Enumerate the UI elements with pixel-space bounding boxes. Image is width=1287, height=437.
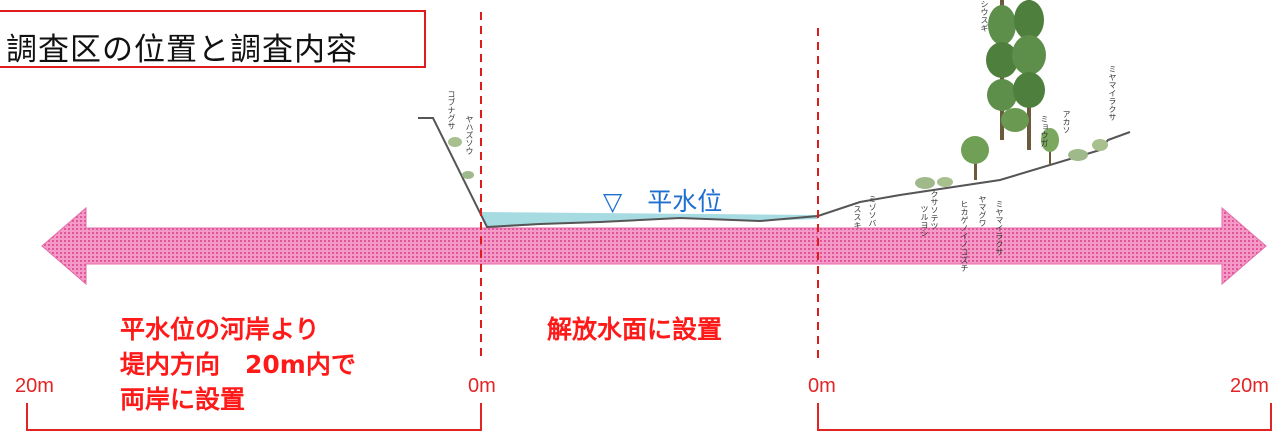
plant-label: ヤハズソウ [465, 115, 474, 155]
bank-placement-label: 平水位の河岸より 堤内方向 20m内で 両岸に設置 [120, 312, 356, 417]
bracket-right [817, 403, 1272, 431]
plant-label: シウスギ [980, 0, 989, 32]
bracket-left [26, 403, 482, 431]
tree-cedar [986, 0, 1046, 150]
plant-label: ツルヨシ [920, 205, 929, 237]
distance-label-left-far: 20m [15, 375, 54, 397]
distance-label-right-far: 20m [1230, 375, 1269, 397]
plant-label: アカソ [1062, 110, 1071, 134]
distance-label-left-near: 0m [468, 375, 496, 397]
plant-label: クサソテツ [930, 190, 939, 230]
plant-label: ミヤマイラクサ [995, 200, 1004, 256]
terrain-profile [418, 117, 1131, 229]
bank-text-line: 堤内方向 20m内で [120, 350, 356, 379]
shrubs [448, 137, 1108, 189]
tree-broadleaf [961, 128, 1059, 180]
plant-label: コブナグサ [447, 90, 456, 130]
plant-label: ヤマグワ [978, 195, 987, 227]
page-title: 調査区の位置と調査内容 [6, 32, 358, 68]
title-box: 調査区の位置と調査内容 [0, 10, 426, 68]
water-level-label: ▽ 平水位 [603, 187, 723, 216]
plant-label: ミョウガ [1040, 115, 1049, 147]
double-arrow [41, 206, 1267, 286]
plant-label: ススキ [853, 205, 862, 229]
bank-text-line: 平水位の河岸より [120, 315, 320, 344]
water-placement-label: 解放水面に設置 [547, 315, 723, 344]
bank-text-line: 両岸に設置 [120, 385, 246, 414]
distance-label-right-near: 0m [808, 375, 836, 397]
plant-label: ミゾソバ [868, 195, 877, 227]
plant-label: ヒカゲノイノコズチ [960, 200, 969, 272]
plant-label: ミヤマイラクサ [1108, 65, 1117, 121]
